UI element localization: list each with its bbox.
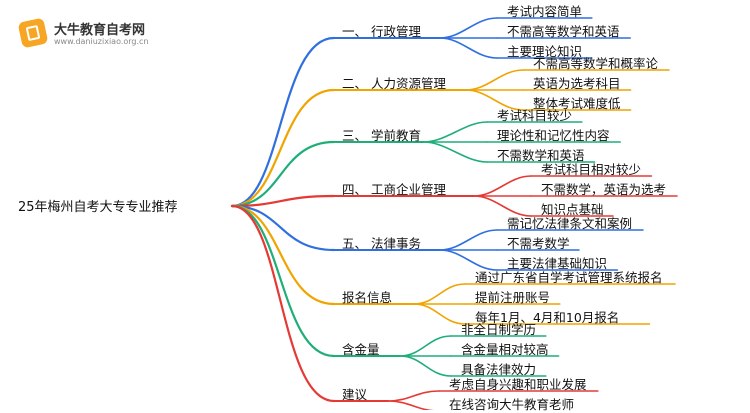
leaf-label: 英语为选考科目	[533, 76, 621, 91]
leaf-connector-3-0	[473, 175, 532, 197]
root-connector-4	[230, 204, 336, 252]
leaf-label: 不需数学和英语	[497, 148, 585, 163]
leaf-connector-6-0	[399, 335, 452, 357]
leaf-connector-6-2	[399, 355, 452, 377]
root-connector-7	[230, 204, 336, 403]
leaf-label: 不需高等数学和英语	[507, 24, 620, 39]
leaf-label: 需记忆法律条文和案例	[507, 216, 633, 231]
root-connector-6	[230, 204, 336, 358]
branch-label: 含金量	[342, 342, 380, 357]
branch-label: 建议	[342, 387, 368, 402]
leaf-label: 考试科目相对较少	[541, 162, 642, 177]
leaf-connector-0-0	[439, 17, 498, 39]
leaf-connector-0-2	[439, 37, 498, 59]
leaf-label: 主要理论知识	[507, 44, 583, 59]
leaf-connector-1-2	[465, 89, 524, 111]
root-connector-0	[230, 36, 336, 208]
branch-label: 二、 人力资源管理	[342, 76, 446, 91]
leaf-label: 通过广东省自学考试管理系统报名	[475, 270, 663, 285]
leaf-connector-2-2	[423, 141, 488, 163]
leaf-label: 考试内容简单	[507, 4, 583, 19]
leaf-connector-1-0	[465, 69, 524, 91]
branch-label: 一、 行政管理	[342, 24, 421, 39]
logo: 大牛教育自考网 www.daniuzixiao.org.cn	[17, 17, 230, 52]
leaf-label: 考试科目较少	[497, 108, 573, 123]
leaf-label: 每年1月、4月和10月报名	[475, 310, 620, 325]
root-connector-2	[230, 140, 336, 208]
leaf-connector-7-0	[387, 390, 440, 402]
leaf-label: 考虑自身兴趣和职业发展	[449, 377, 587, 392]
root-topic: 25年梅州自考大专专业推荐	[18, 200, 178, 215]
root-connector-5	[230, 204, 336, 306]
branch-label: 四、 工商企业管理	[342, 182, 446, 197]
leaf-connector-5-2	[413, 303, 466, 325]
logo-name: 大牛教育自考网	[54, 23, 146, 38]
logo-url: www.daniuzixiao.org.cn	[54, 37, 149, 46]
leaf-connector-4-2	[439, 249, 498, 271]
root-connector-1	[230, 88, 336, 208]
leaf-label: 非全日制学历	[461, 322, 537, 337]
leaf-label: 不需数学，英语为选考	[541, 182, 667, 197]
leaf-label: 不需高等数学和概率论	[533, 56, 659, 71]
branch-label: 报名信息	[342, 290, 393, 305]
leaf-label: 含金量相对较高	[461, 342, 549, 357]
leaf-label: 在线咨询大牛教育老师	[449, 397, 575, 412]
leaf-connector-3-2	[473, 195, 532, 217]
leaf-connector-5-0	[413, 283, 466, 305]
branch-label: 三、 学前教育	[342, 128, 421, 143]
root-connector-3	[230, 194, 336, 208]
leaf-connector-2-0	[423, 121, 488, 143]
leaf-label: 主要法律基础知识	[507, 256, 608, 271]
leaf-label: 知识点基础	[541, 202, 604, 217]
leaf-label: 不需考数学	[507, 236, 570, 251]
leaf-label: 理论性和记忆性内容	[497, 128, 610, 143]
leaf-connector-7-1	[387, 400, 436, 410]
branch-label: 五、 法律事务	[342, 236, 421, 251]
leaf-connector-4-0	[439, 229, 498, 251]
leaf-label: 具备法律效力	[461, 362, 537, 377]
leaf-label: 整体考试难度低	[533, 96, 621, 111]
leaf-label: 提前注册账号	[475, 290, 551, 305]
